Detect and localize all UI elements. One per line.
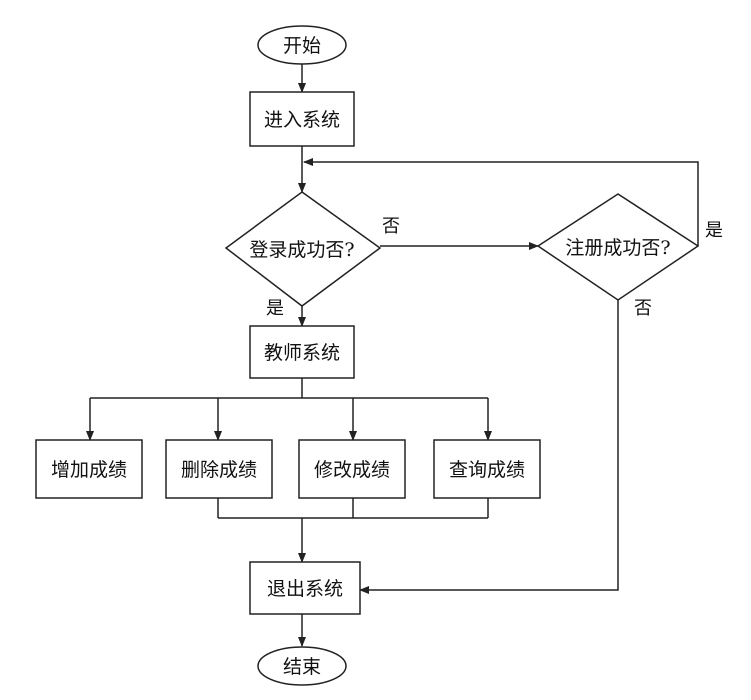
enter-system-label: 进入系统 — [264, 109, 340, 131]
node-exit-system: 退出系统 — [249, 561, 361, 615]
node-delete-grade: 删除成绩 — [165, 439, 273, 499]
node-enter-system: 进入系统 — [249, 91, 355, 147]
login-decision-label: 登录成功否? — [249, 239, 354, 261]
delete-grade-label: 删除成绩 — [181, 459, 257, 481]
node-query-grade: 查询成绩 — [433, 439, 541, 499]
edges — [86, 64, 699, 647]
node-modify-grade: 修改成绩 — [298, 439, 406, 499]
end-label: 结束 — [283, 656, 321, 678]
add-grade-label: 增加成绩 — [51, 459, 127, 481]
node-start: 开始 — [257, 25, 347, 65]
login-yes-label: 是 — [266, 298, 284, 319]
query-grade-label: 查询成绩 — [449, 459, 525, 481]
edge-register-no-to-exit — [359, 300, 619, 594]
login-no-label: 否 — [382, 216, 400, 237]
node-end: 结束 — [257, 646, 347, 686]
edge-register-yes-loop — [303, 158, 699, 246]
register-no-label: 否 — [634, 298, 652, 319]
register-decision-label: 注册成功否? — [565, 237, 670, 259]
node-add-grade: 增加成绩 — [35, 439, 143, 499]
node-login-decision: 登录成功否? — [224, 191, 382, 307]
node-teacher-system: 教师系统 — [249, 325, 355, 379]
register-yes-label: 是 — [705, 220, 723, 241]
teacher-system-label: 教师系统 — [264, 342, 340, 364]
modify-grade-label: 修改成绩 — [314, 459, 390, 481]
start-label: 开始 — [283, 35, 321, 57]
exit-system-label: 退出系统 — [267, 578, 343, 600]
node-register-decision: 注册成功否? — [536, 193, 700, 301]
